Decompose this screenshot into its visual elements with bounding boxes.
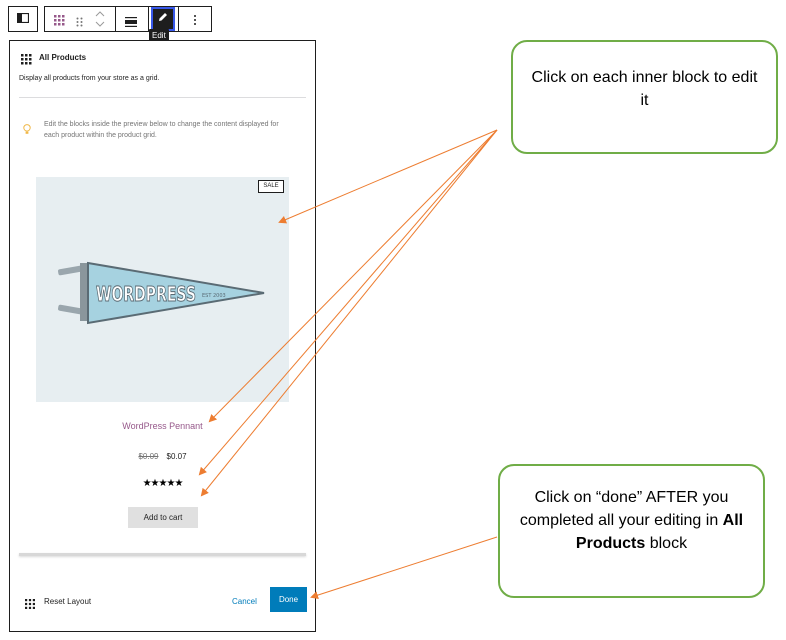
callout-done: Click on “done” AFTER you completed all … — [498, 464, 765, 598]
all-products-block[interactable]: All Products Display all products from y… — [9, 40, 316, 632]
callout-done-bold: All Products — [575, 512, 744, 552]
arrow-to-done — [310, 536, 498, 599]
pennant-illustration: WORDPRESS EST 2003 — [58, 261, 265, 325]
regular-price: $0.09 — [138, 452, 159, 461]
block-description: Display all products from your store as … — [19, 75, 160, 82]
sale-price: $0.07 — [166, 452, 187, 461]
sale-badge: SALE — [258, 180, 284, 193]
done-button[interactable]: Done — [270, 587, 307, 612]
callout-done-suffix: block — [645, 535, 688, 552]
edit-pencil-icon — [157, 10, 169, 28]
edit-tooltip: Edit — [149, 29, 169, 42]
block-toolbar — [44, 6, 212, 32]
svg-text:EST 2003: EST 2003 — [202, 293, 226, 299]
align-icon[interactable] — [125, 14, 137, 32]
toolbar-separator — [148, 7, 149, 31]
product-price[interactable]: $0.09 $0.07 — [36, 452, 289, 461]
edit-notice: Edit the blocks inside the preview below… — [44, 121, 279, 139]
preview-bottom-edge — [19, 553, 306, 556]
edit-button[interactable] — [151, 7, 175, 31]
block-grid-icon[interactable] — [54, 13, 65, 31]
lightbulb-icon — [23, 122, 31, 140]
reset-layout-grid-icon — [25, 596, 35, 614]
product-title[interactable]: WordPress Pennant — [122, 421, 203, 431]
divider — [19, 97, 306, 98]
callout-done-text: Click on “done” AFTER you completed all … — [519, 489, 729, 529]
block-title: All Products — [39, 53, 87, 62]
toolbar-separator — [178, 7, 179, 31]
sidebar-toggle-button[interactable] — [8, 6, 38, 32]
drag-handle-icon[interactable] — [76, 14, 83, 32]
toolbar-separator — [115, 7, 116, 31]
add-to-cart-button[interactable]: Add to cart — [128, 507, 198, 528]
callout-edit-inner-blocks: Click on each inner block to edit it — [511, 40, 778, 154]
product-image[interactable]: WORDPRESS EST 2003 — [36, 177, 289, 402]
more-options-icon[interactable] — [193, 13, 197, 31]
reset-layout-button[interactable]: Reset Layout — [44, 597, 92, 606]
cancel-button[interactable]: Cancel — [232, 597, 257, 606]
move-up-down-icon[interactable] — [95, 10, 105, 33]
block-grid-icon — [21, 52, 32, 70]
sidebar-toggle-icon — [16, 10, 30, 28]
product-rating[interactable]: ★★★★★ — [142, 478, 184, 489]
svg-text:WORDPRESS: WORDPRESS — [96, 282, 196, 306]
